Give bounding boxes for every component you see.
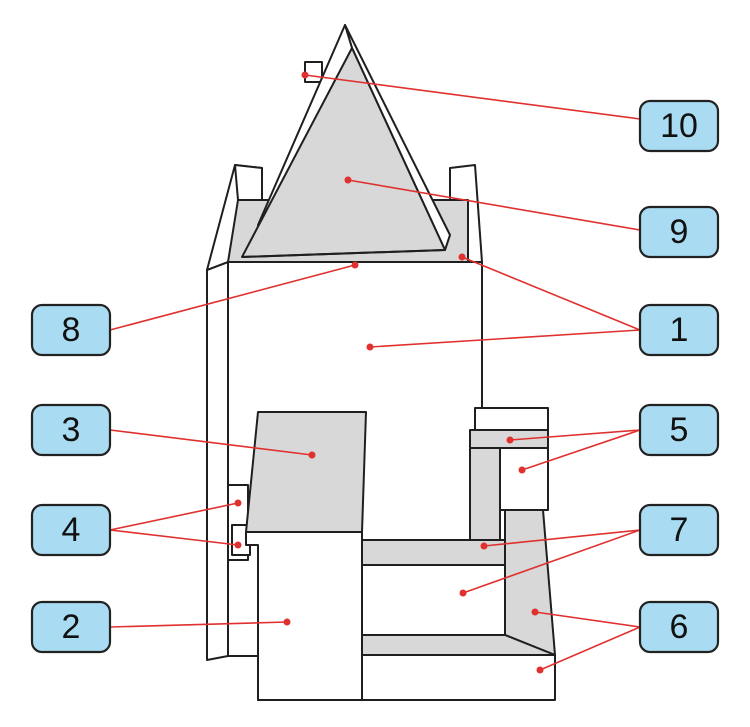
leader-9-dot (344, 176, 352, 184)
wing7-roof-back (469, 447, 501, 541)
wing5-wall-top (474, 407, 549, 431)
label-9-box (638, 205, 720, 259)
leader-2-dot (283, 618, 291, 626)
leader-10-dot (301, 71, 309, 79)
label-7: 7 (638, 503, 720, 557)
label-5-box (638, 403, 720, 457)
label-4: 4 (30, 503, 112, 557)
leader-5a-line (509, 429, 641, 441)
right-wing (361, 407, 556, 701)
leader-7b-dot (459, 589, 467, 597)
leader-5b-dot (518, 466, 526, 474)
label-7-box (638, 503, 720, 557)
label-2: 2 (30, 600, 112, 654)
label-8-box (30, 303, 112, 357)
label-1: 1 (638, 303, 720, 357)
label-5: 5 (638, 403, 720, 457)
label-6: 6 (638, 600, 720, 654)
leader-5a-dot (506, 436, 514, 444)
leader-4b-line (109, 529, 239, 546)
label-3-box (30, 403, 112, 457)
wing5-front-face (499, 447, 549, 511)
front-block-face (245, 531, 363, 701)
leader-10-line (304, 74, 641, 120)
label-10-text: 10 (660, 107, 698, 145)
label-4-box (30, 503, 112, 557)
leader-9-line (347, 179, 641, 231)
tower-left-side (206, 261, 229, 661)
label-1-box (638, 303, 720, 357)
front-block (245, 411, 367, 701)
wing6-front-face (361, 654, 556, 701)
label-7-text: 7 (670, 511, 689, 549)
front-block-roof (245, 411, 367, 533)
label-2-box (30, 600, 112, 654)
label-1-text: 1 (670, 311, 689, 349)
leader-1a-dot (458, 253, 466, 261)
label-3-text: 3 (62, 411, 81, 449)
chimney (304, 61, 323, 83)
leader-7a-dot (480, 542, 488, 550)
label-10: 10 (638, 99, 720, 153)
spire (241, 24, 451, 258)
leader-7a-line (483, 529, 641, 547)
leader-3-dot (308, 451, 316, 459)
leader-2-line (109, 621, 288, 628)
parapet-back-left (234, 164, 263, 201)
leader-8-dot (351, 261, 359, 269)
label-6-text: 6 (670, 608, 689, 646)
leader-4a-line (109, 502, 239, 531)
leader-6b-dot (536, 666, 544, 674)
label-3: 3 (30, 403, 112, 457)
label-8: 8 (30, 303, 112, 357)
leader-1b-dot (366, 343, 374, 351)
leader-6b-line (539, 626, 641, 671)
label-6-box (638, 600, 720, 654)
label-2-text: 2 (62, 608, 81, 646)
label-9: 9 (638, 205, 720, 259)
leader-6a-dot (531, 608, 539, 616)
wing6-top-surface (504, 509, 556, 656)
label-5-text: 5 (670, 411, 689, 449)
leader-4a-dot (234, 499, 242, 507)
label-10-box (638, 99, 720, 153)
label-9-text: 9 (670, 213, 689, 251)
label-4-text: 4 (62, 511, 81, 549)
leader-8-line (109, 264, 356, 331)
leader-1b-line (369, 329, 641, 348)
leader-lines (109, 71, 641, 674)
leader-3-line (109, 429, 313, 456)
leader-5b-line (521, 429, 641, 471)
leader-4b-dot (234, 541, 242, 549)
leader-6a-line (534, 611, 641, 628)
wing7-front-face (361, 564, 506, 636)
leader-7b-line (462, 529, 641, 594)
label-8-text: 8 (62, 311, 81, 349)
leader-1a-line (461, 256, 641, 331)
